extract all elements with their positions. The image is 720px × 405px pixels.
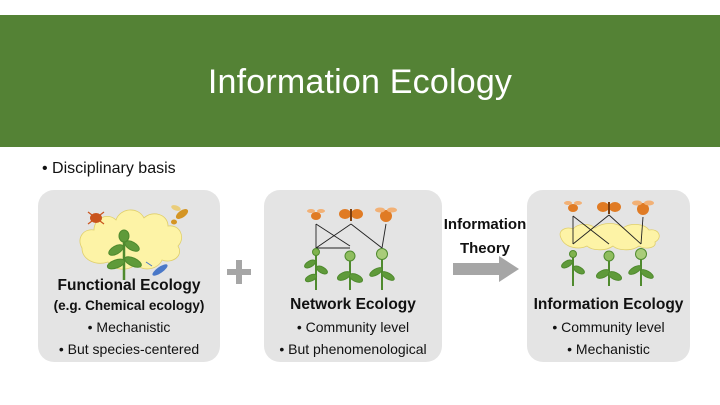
network-ecology-point-2: • But phenomenological <box>279 341 427 357</box>
plant-icon <box>106 229 142 280</box>
information-ecology-title: Information Ecology <box>533 296 684 313</box>
title-bar: Information Ecology <box>0 15 720 147</box>
chemical-cloud-icon <box>79 209 182 270</box>
arrow-label-line-1: Information <box>443 216 527 233</box>
interaction-links <box>572 214 644 245</box>
wasp-icon <box>564 201 582 212</box>
interaction-links <box>315 223 387 249</box>
functional-ecology-title: Functional Ecology <box>57 277 201 294</box>
arrow-label-line-2: Theory <box>459 240 510 257</box>
information-ecology-point-2: • Mechanistic <box>567 341 650 357</box>
slide-title: Information Ecology <box>207 62 513 101</box>
functional-ecology-point-2: • But species-centered <box>58 341 200 357</box>
bee-icon <box>632 200 654 215</box>
plant-icon <box>628 248 654 286</box>
panel-network-ecology: Network Ecology • Community level • But … <box>264 190 442 362</box>
plus-icon <box>227 260 251 284</box>
plant-icon <box>336 250 364 290</box>
information-ecology-illustration <box>559 200 660 286</box>
panel-functional-ecology: Functional Ecology (e.g. Chemical ecolog… <box>38 190 220 362</box>
bullet-disciplinary-basis: • Disciplinary basis <box>42 160 176 177</box>
plant-icon <box>561 250 585 286</box>
chemical-cloud-icon <box>559 223 660 251</box>
bee-icon <box>375 207 397 222</box>
network-ecology-title: Network Ecology <box>290 296 416 313</box>
wasp-icon <box>307 209 325 220</box>
functional-ecology-illustration <box>79 205 189 280</box>
network-ecology-illustration <box>304 207 397 290</box>
plant-icon <box>369 248 395 290</box>
butterfly-icon <box>339 209 363 221</box>
mite-icon <box>87 211 105 225</box>
plant-icon <box>595 250 623 286</box>
network-ecology-point-1: • Community level <box>296 319 410 335</box>
functional-ecology-subtitle: (e.g. Chemical ecology) <box>53 298 205 313</box>
wasp-icon <box>171 205 189 225</box>
information-ecology-point-1: • Community level <box>552 319 665 335</box>
panel-information-ecology: Information Ecology • Community level • … <box>527 190 690 362</box>
right-arrow-icon <box>453 256 519 282</box>
butterfly-icon <box>597 202 621 214</box>
beetle-icon <box>145 261 168 276</box>
plant-icon <box>304 248 328 290</box>
functional-ecology-point-1: • Mechanistic <box>87 319 171 335</box>
